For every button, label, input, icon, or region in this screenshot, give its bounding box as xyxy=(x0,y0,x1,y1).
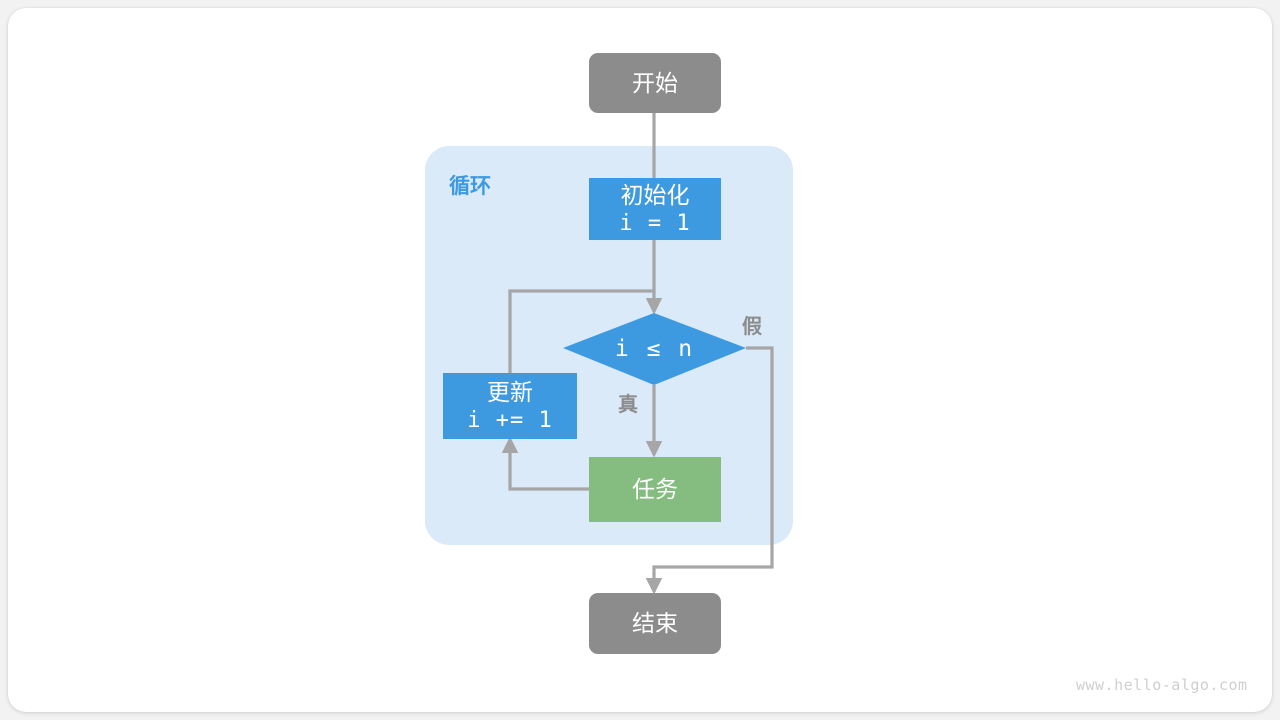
node-init-expression: i = 1 xyxy=(619,210,691,236)
node-update[interactable]: 更新 i += 1 xyxy=(443,373,577,439)
node-task[interactable]: 任务 xyxy=(589,457,721,522)
edge-label-false: 假 xyxy=(742,316,762,338)
edge-condition-false-to-end xyxy=(645,346,774,595)
loop-container-label: 循环 xyxy=(449,175,491,198)
node-start[interactable]: 开始 xyxy=(589,53,721,113)
node-task-label: 任务 xyxy=(632,476,678,503)
edge-update-to-condition xyxy=(508,289,654,373)
node-update-expression: i += 1 xyxy=(467,407,553,433)
edge-task-to-update xyxy=(501,436,589,491)
node-end[interactable]: 结束 xyxy=(589,593,721,654)
node-init-label: 初始化 xyxy=(620,181,690,208)
node-end-label: 结束 xyxy=(632,610,678,637)
node-start-label: 开始 xyxy=(632,69,678,96)
edge-label-true: 真 xyxy=(618,394,638,416)
node-update-label: 更新 xyxy=(487,378,533,405)
condition-diamond xyxy=(563,313,746,385)
node-init[interactable]: 初始化 i = 1 xyxy=(589,178,721,240)
watermark: www.hello-algo.com xyxy=(1076,676,1248,694)
node-condition-label: i ≤ n xyxy=(614,336,695,362)
